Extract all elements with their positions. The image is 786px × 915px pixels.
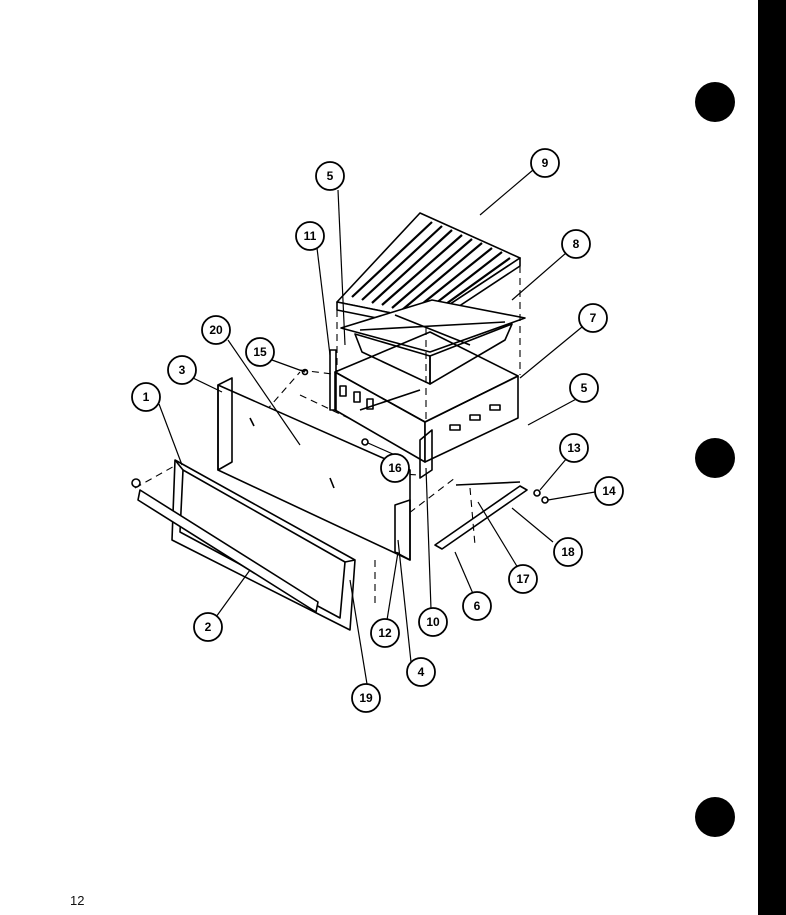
svg-text:18: 18 xyxy=(561,545,575,559)
svg-text:14: 14 xyxy=(602,484,616,498)
callout-18: 18 xyxy=(553,537,583,567)
svg-text:8: 8 xyxy=(573,237,580,251)
svg-text:5: 5 xyxy=(581,381,588,395)
callout-4: 4 xyxy=(406,657,436,687)
svg-text:5: 5 xyxy=(327,169,334,183)
callout-8: 8 xyxy=(561,229,591,259)
svg-text:16: 16 xyxy=(388,461,402,475)
svg-text:13: 13 xyxy=(567,441,581,455)
slide-rail-bracket xyxy=(455,481,521,486)
leader-lines xyxy=(158,169,596,685)
punch-hole-middle xyxy=(695,438,735,478)
svg-text:9: 9 xyxy=(542,156,549,170)
callout-6: 6 xyxy=(462,591,492,621)
callout-19: 19 xyxy=(351,683,381,713)
screw-16 xyxy=(361,438,369,446)
callout-3: 3 xyxy=(167,355,197,385)
punch-hole-bottom xyxy=(695,797,735,837)
callout-labels: 1 2 3 4 5 5 6 7 8 9 10 11 12 13 14 15 16… xyxy=(131,148,624,713)
drawer-body xyxy=(334,331,519,463)
screw-15 xyxy=(301,368,309,376)
callout-20: 20 xyxy=(201,315,231,345)
svg-text:20: 20 xyxy=(209,323,223,337)
svg-text:10: 10 xyxy=(426,615,440,629)
screw-13 xyxy=(533,489,541,497)
svg-text:19: 19 xyxy=(359,691,373,705)
page-number: 12 xyxy=(70,893,85,908)
drawer-inner-panel xyxy=(217,377,411,561)
binding-edge-bar xyxy=(758,0,786,915)
callout-2: 2 xyxy=(193,612,223,642)
callout-17: 17 xyxy=(508,564,538,594)
screw-left xyxy=(131,478,141,488)
callout-12: 12 xyxy=(370,618,400,648)
svg-text:7: 7 xyxy=(590,311,597,325)
callout-7: 7 xyxy=(578,303,608,333)
callout-14: 14 xyxy=(594,476,624,506)
drawer-slide-rail xyxy=(434,485,528,550)
callout-1: 1 xyxy=(131,382,161,412)
callout-15: 15 xyxy=(245,337,275,367)
callout-5-top: 5 xyxy=(315,161,345,191)
callout-5-right: 5 xyxy=(569,373,599,403)
svg-text:6: 6 xyxy=(474,599,481,613)
svg-text:1: 1 xyxy=(143,390,150,404)
svg-text:12: 12 xyxy=(378,626,392,640)
callout-9: 9 xyxy=(530,148,560,178)
drawer-side-rail-right xyxy=(419,429,433,479)
svg-text:4: 4 xyxy=(418,665,425,679)
svg-text:3: 3 xyxy=(179,363,186,377)
punch-hole-top xyxy=(695,82,735,122)
svg-text:15: 15 xyxy=(253,345,267,359)
drawer-side-rail-left xyxy=(329,349,337,411)
svg-text:11: 11 xyxy=(304,229,317,243)
callout-13: 13 xyxy=(559,433,589,463)
drawer-handle xyxy=(137,489,319,613)
svg-text:2: 2 xyxy=(205,620,212,634)
svg-text:17: 17 xyxy=(516,572,530,586)
screw-14 xyxy=(541,496,549,504)
callout-10: 10 xyxy=(418,607,448,637)
callout-11: 11 xyxy=(295,221,325,251)
callout-16: 16 xyxy=(380,453,410,483)
